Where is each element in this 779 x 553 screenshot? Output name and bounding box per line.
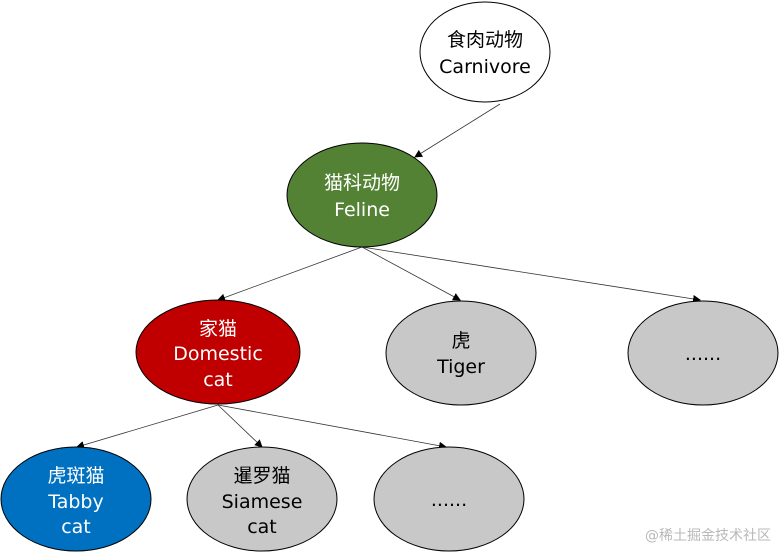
edge-domestic-siamese (217, 404, 263, 448)
node-label-zh: 暹罗猫 (233, 465, 290, 487)
node-label-zh: 猫科动物 (324, 172, 400, 194)
edge-feline-domestic (217, 246, 363, 302)
node-carnivore: 食肉动物 Carnivore (419, 1, 551, 103)
edge-domestic-tabby (76, 404, 219, 449)
node-label-en: Tiger (436, 356, 485, 378)
node-siamese-cat: 暹罗猫 Siamese cat (186, 446, 338, 552)
node-label-en2: cat (61, 516, 91, 538)
edge-carnivore-feline (414, 103, 501, 158)
node-label-en: Carnivore (439, 56, 531, 78)
node-label-en: Siamese (222, 491, 303, 513)
node-label-en: Domestic (173, 343, 263, 365)
node-label-zh: 虎 (451, 330, 470, 352)
node-feline-more: ...... (627, 300, 779, 406)
node-shape (286, 142, 438, 248)
node-label-en: Feline (334, 199, 390, 221)
node-shape (627, 300, 779, 406)
watermark: @稀土掘金技术社区 (645, 528, 771, 544)
node-label: ...... (685, 343, 721, 365)
node-domestic-more: ...... (373, 446, 525, 552)
node-shape (186, 446, 338, 552)
node-shape (0, 446, 152, 552)
node-tabby-cat: 虎斑猫 Tabby cat (0, 446, 152, 552)
node-label-zh: 食肉动物 (447, 29, 523, 51)
node-shape (385, 300, 537, 406)
node-shape (419, 1, 551, 103)
node-shape (373, 446, 525, 552)
node-label-en: Tabby (47, 491, 103, 513)
node-label-zh: 家猫 (199, 318, 237, 340)
node-feline: 猫科动物 Feline (286, 142, 438, 248)
edges (76, 103, 701, 450)
node-tiger: 虎 Tiger (385, 300, 537, 406)
edge-feline-tiger (361, 246, 461, 301)
node-label-zh: 虎斑猫 (47, 465, 104, 487)
node-label-en2: cat (247, 516, 277, 538)
node-label-en2: cat (203, 369, 233, 391)
node-domestic-cat: 家猫 Domestic cat (135, 299, 301, 405)
edge-domestic-more (217, 404, 447, 450)
node-shape (135, 299, 301, 405)
node-label: ...... (431, 489, 467, 511)
edge-feline-more (361, 246, 701, 303)
